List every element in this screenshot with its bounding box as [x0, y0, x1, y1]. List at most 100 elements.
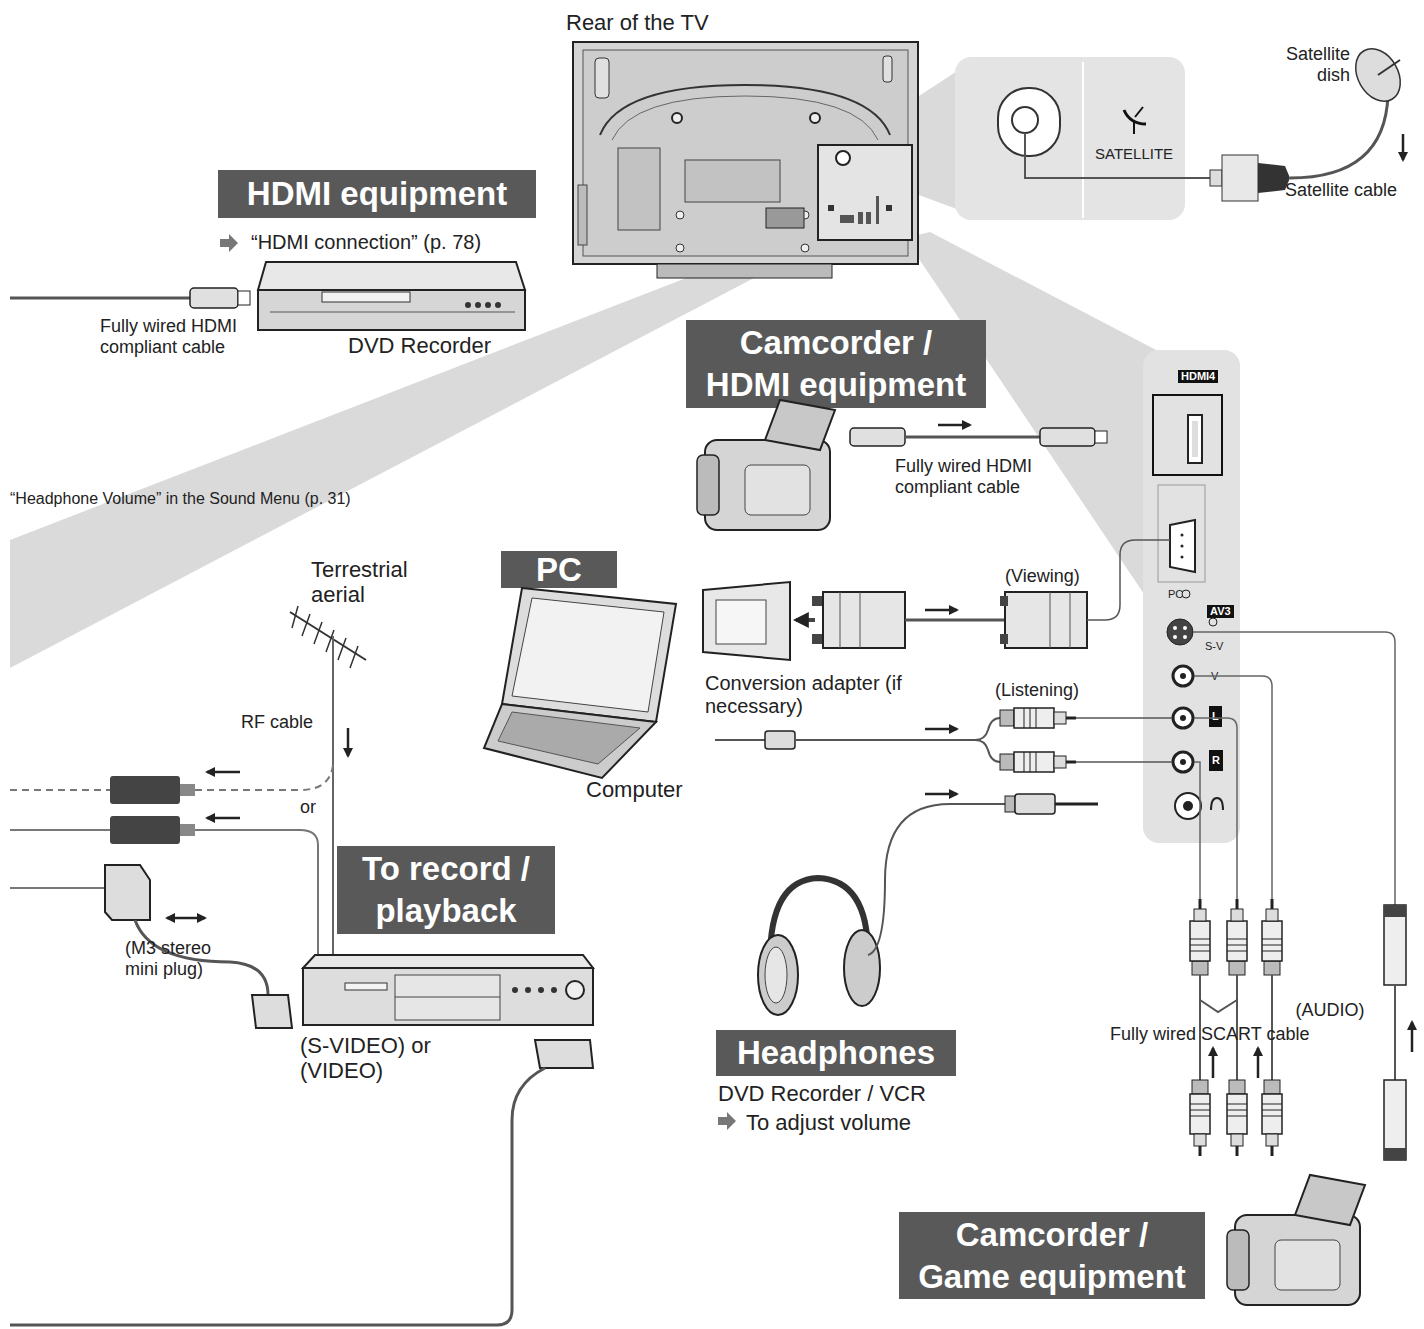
tv-rear — [578, 185, 587, 245]
hdmi-cable — [850, 425, 1107, 446]
scart-cables — [252, 995, 292, 1028]
vga-cable — [812, 596, 823, 606]
laptop — [502, 588, 676, 722]
inset-panel: SATELLITE — [955, 57, 1185, 220]
box-title: To record / playback — [345, 848, 547, 932]
audio-cable — [715, 708, 1172, 772]
label-text: Terrestrial aerial — [311, 557, 441, 608]
vga-cable — [860, 592, 861, 648]
scart-cables — [105, 865, 150, 920]
label-box: HDMI equipment — [218, 170, 536, 218]
port-label: AV3 — [1207, 605, 1234, 618]
rf-cables — [10, 789, 110, 791]
dvd-recorder-vcr — [303, 955, 593, 968]
dvd-recorder-hdmi — [238, 291, 250, 305]
rf-cables — [195, 830, 318, 955]
dvd-recorder-hdmi — [258, 290, 525, 330]
tv-rear — [685, 160, 780, 202]
label-text: Computer — [586, 777, 683, 802]
vga-cable — [905, 619, 1005, 622]
tv-rear — [595, 58, 609, 98]
satellite-connector — [1402, 134, 1405, 160]
connector-panel: HDMI4PCAV3S-VVLR — [1143, 350, 1240, 843]
tv-rear — [858, 212, 863, 224]
rf-cables — [180, 784, 195, 796]
av-cables — [1257, 1048, 1260, 1078]
av-cables — [1394, 985, 1396, 1080]
box-title: HDMI equipment — [247, 173, 507, 215]
headphones — [765, 947, 787, 1003]
av-cables — [1200, 1000, 1237, 1012]
port-label: S-V — [1205, 640, 1223, 653]
tv-rear — [828, 205, 834, 211]
port-label: R — [1209, 750, 1223, 771]
vga-cable — [812, 634, 823, 644]
headphones — [770, 878, 868, 960]
tv-rear — [840, 215, 854, 223]
label-text: “Headphone Volume” in the Sound Menu (p.… — [10, 490, 351, 508]
rf-cables — [195, 765, 333, 790]
rf-cables — [110, 816, 180, 844]
laptop — [484, 588, 676, 778]
audio-cable — [975, 740, 1000, 762]
vga-cable — [716, 600, 766, 644]
dvd-recorder-hdmi — [270, 312, 515, 313]
rf-cables — [10, 829, 110, 831]
label-text: (AUDIO) — [1280, 1000, 1380, 1021]
av-cables — [1384, 1148, 1406, 1160]
satellite-connector — [1222, 155, 1258, 201]
rf-cables — [10, 765, 333, 955]
av-cables — [1384, 905, 1406, 917]
label-text: (Viewing) — [1005, 566, 1080, 587]
dvd-recorder-hdmi — [10, 297, 190, 300]
laptop — [512, 598, 664, 712]
label-text: (M3 stereo mini plug) — [125, 938, 235, 979]
label-text: Fully wired SCART cable — [1110, 1024, 1309, 1045]
tv-rear — [672, 113, 682, 123]
scart-cables — [167, 917, 205, 920]
dvd-recorder-vcr — [538, 987, 544, 993]
tv-rear — [618, 148, 660, 230]
headphones — [925, 793, 957, 796]
zoom-wedge — [10, 232, 815, 668]
port-label: V — [1211, 670, 1218, 683]
headphones — [844, 930, 880, 1006]
headphones — [1055, 803, 1098, 806]
vga-cable — [1000, 634, 1008, 644]
tv-rear — [876, 196, 879, 224]
dvd-recorder-vcr — [512, 987, 518, 993]
satellite-connector — [1210, 170, 1222, 186]
headphones — [1015, 794, 1055, 814]
av-cables — [1190, 1080, 1210, 1156]
dvd-recorder-vcr — [525, 987, 531, 993]
label-text: or — [300, 797, 316, 818]
label-box: Camcorder / HDMI equipment — [686, 320, 986, 408]
label-text: (Listening) — [995, 680, 1079, 701]
vga-cable — [703, 540, 1170, 660]
vga-cable — [1070, 592, 1071, 648]
scart-cables — [10, 1068, 545, 1325]
box-title: Camcorder / HDMI equipment — [694, 322, 978, 406]
headphones — [718, 794, 1098, 1130]
vga-cable — [703, 582, 790, 660]
label-text: Fully wired HDMI compliant cable — [100, 316, 240, 357]
audio-cable — [1000, 752, 1076, 772]
laptop — [498, 712, 640, 764]
dvd-recorder-vcr — [395, 997, 500, 998]
hdmi-cable — [850, 428, 905, 446]
label-text: DVD Recorder / VCR — [718, 1081, 926, 1106]
dvd-recorder-hdmi — [220, 234, 238, 252]
hdmi-cable — [938, 424, 970, 427]
hdmi-cable — [905, 436, 1040, 439]
terrestrial-aerial — [332, 636, 334, 955]
rf-cables — [207, 771, 240, 774]
terrestrial-aerial — [347, 728, 350, 756]
label-text: DVD Recorder — [348, 333, 491, 358]
tv-rear — [657, 264, 832, 278]
label-text: Fully wired HDMI compliant cable — [895, 456, 1075, 497]
headphones — [758, 935, 798, 1015]
tv-rear — [883, 56, 892, 82]
tv-rear — [676, 244, 684, 252]
tv-rear — [810, 113, 820, 123]
scart-cables — [10, 865, 593, 1325]
